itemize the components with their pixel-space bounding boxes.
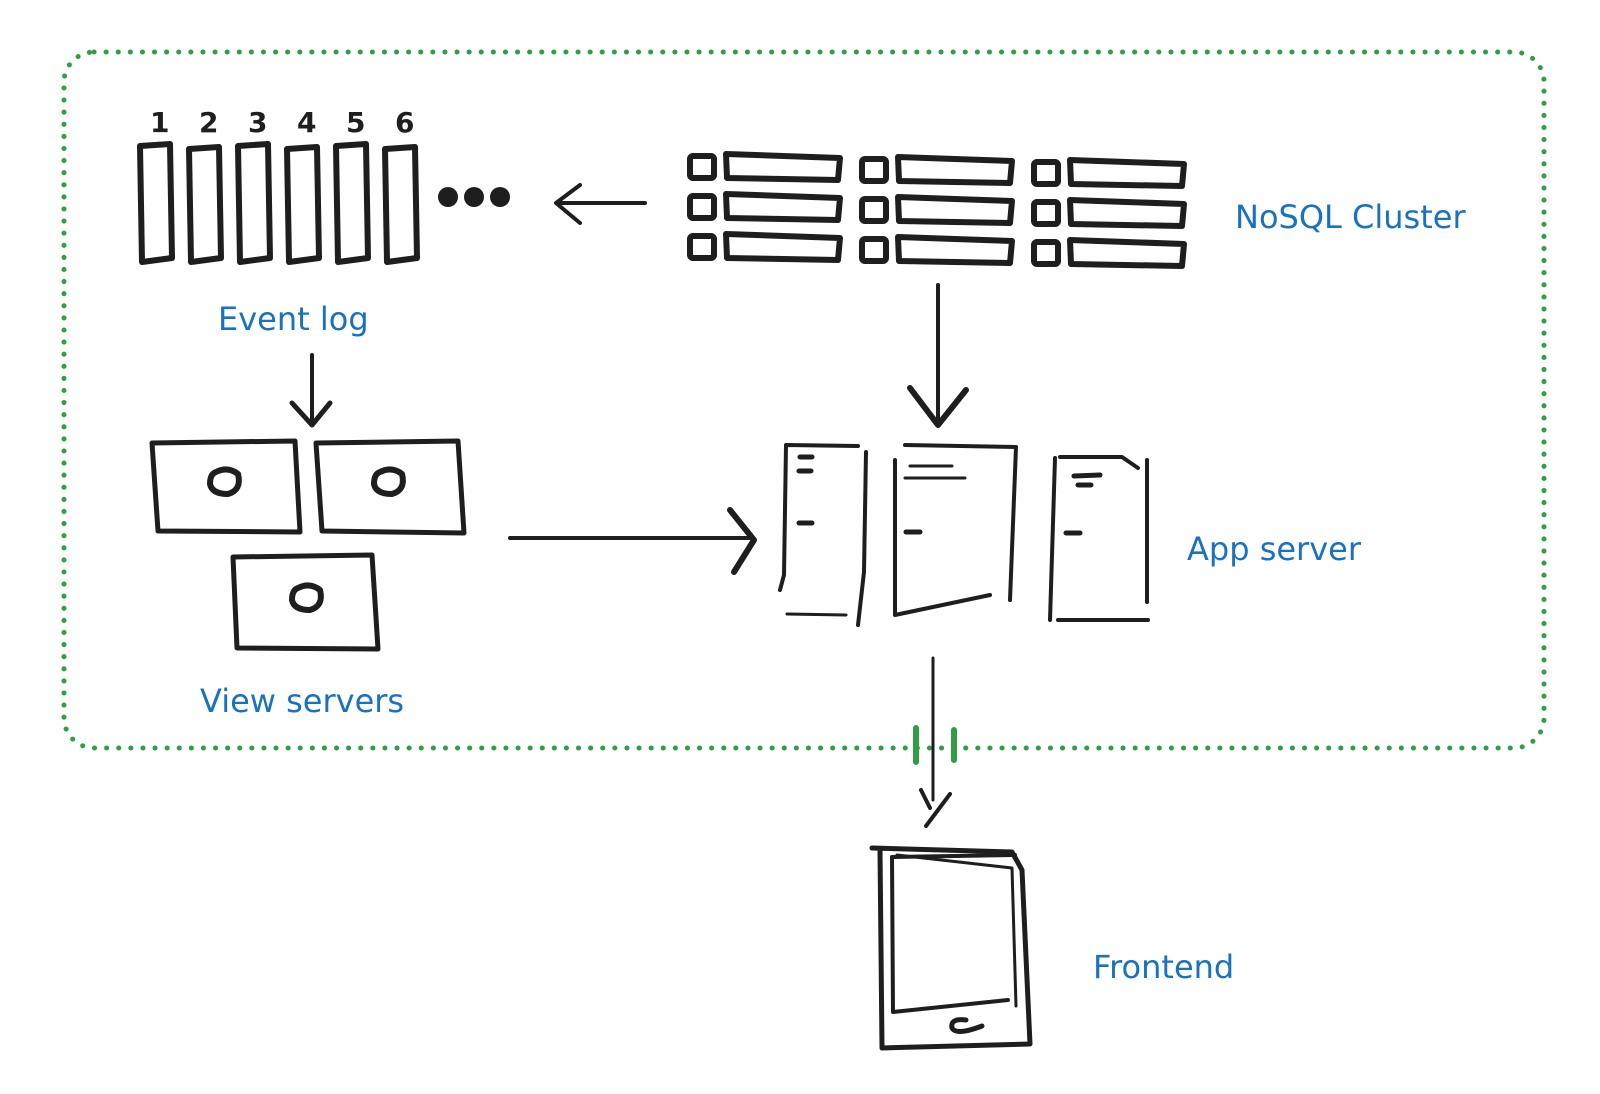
nosql-node [859,234,1015,266]
event-log-partition: 6 [382,106,420,265]
view-server [230,552,381,652]
event-log-label: Event log [218,300,369,338]
nosql-node [1031,157,1187,189]
frontend-device: Frontend [869,845,1234,1051]
partition-number: 3 [248,106,267,139]
event-log-partition: 4 [284,106,322,265]
view-servers: View servers [149,438,467,720]
event-log-partition: 1 [137,106,175,265]
partition-number: 5 [346,106,365,139]
ellipsis-icon [438,187,510,207]
arrow-appserver-to-frontend [913,656,957,828]
event-log-partition: 2 [186,106,224,265]
event-log-partition: 3 [235,106,273,265]
view-server [313,438,467,536]
app-server: App server [778,443,1362,627]
partition-number: 2 [199,106,218,139]
app-server-instance [893,443,1018,617]
nosql-node [1031,197,1187,229]
nosql-node [859,194,1015,226]
nosql-node [687,191,843,223]
nosql-node [859,154,1015,186]
nosql-node [687,151,843,183]
partition-number: 6 [395,106,414,139]
partition-number: 1 [150,106,169,139]
partition-number: 4 [297,106,316,139]
arrow-nosql-to-appserver [907,283,969,428]
view-server [149,438,303,535]
arrow-eventlog-to-viewservers [289,353,333,428]
event-log-partition: 5 [333,106,371,265]
nosql-cluster-label: NoSQL Cluster [1235,198,1466,236]
frontend-label: Frontend [1093,948,1234,986]
nosql-node [1031,237,1187,269]
boundary-crossing-marker [913,725,957,765]
app-server-instance [778,443,868,627]
nosql-cluster: NoSQL Cluster [687,151,1466,269]
arrow-viewservers-to-appserver [508,507,757,575]
app-server-instance [1048,455,1150,622]
app-server-label: App server [1187,530,1362,568]
arrow-nosql-to-eventlog [554,183,647,225]
view-servers-label: View servers [200,682,404,720]
nosql-node [687,231,843,263]
